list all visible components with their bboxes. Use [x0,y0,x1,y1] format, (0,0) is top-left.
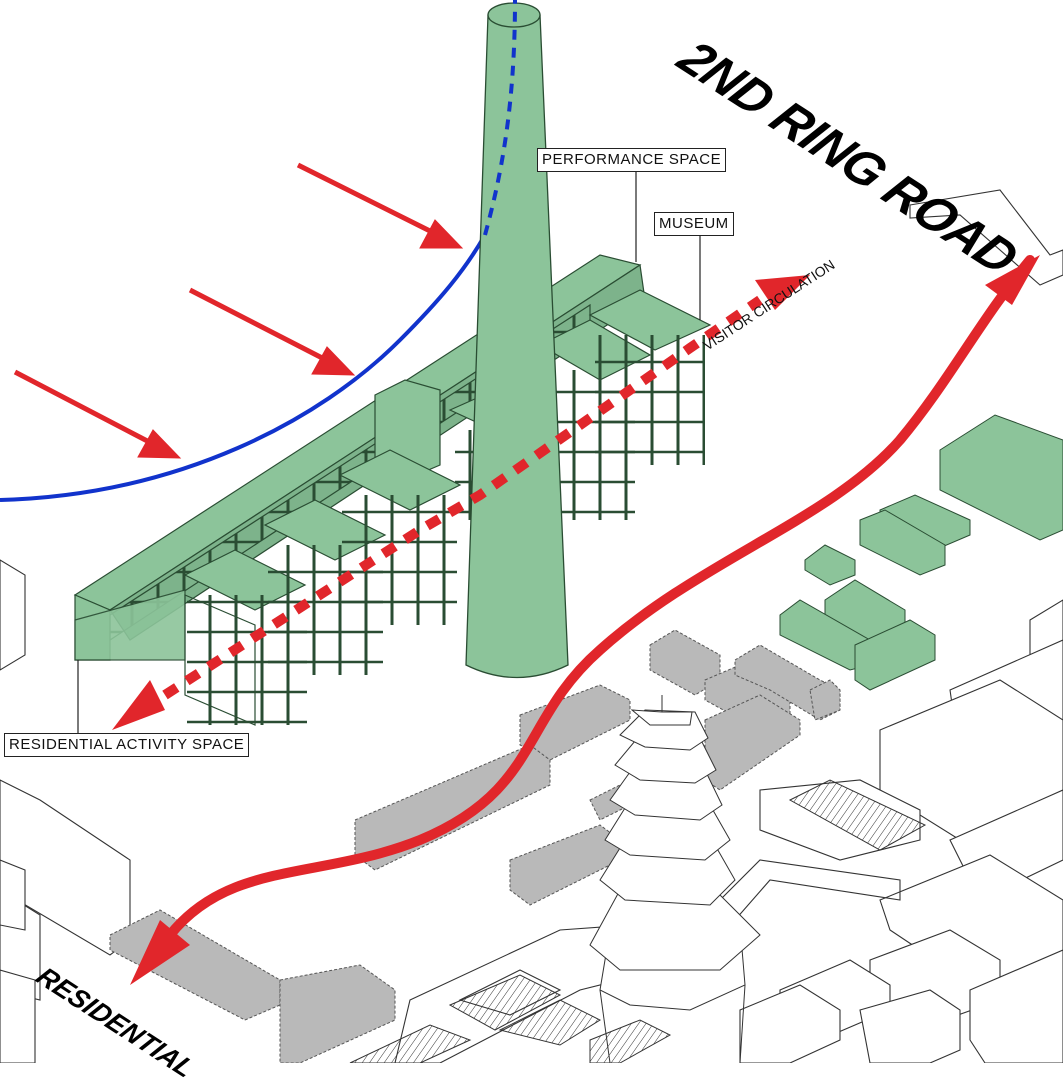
label-performance-space: PERFORMANCE SPACE [537,148,726,172]
module-3 [340,450,460,625]
label-residential-activity-space: RESIDENTIAL ACTIVITY SPACE [4,733,249,757]
label-museum: MUSEUM [654,212,734,236]
chimney [466,3,568,678]
power-plant-structure [75,255,710,725]
green-blocks [780,415,1063,690]
